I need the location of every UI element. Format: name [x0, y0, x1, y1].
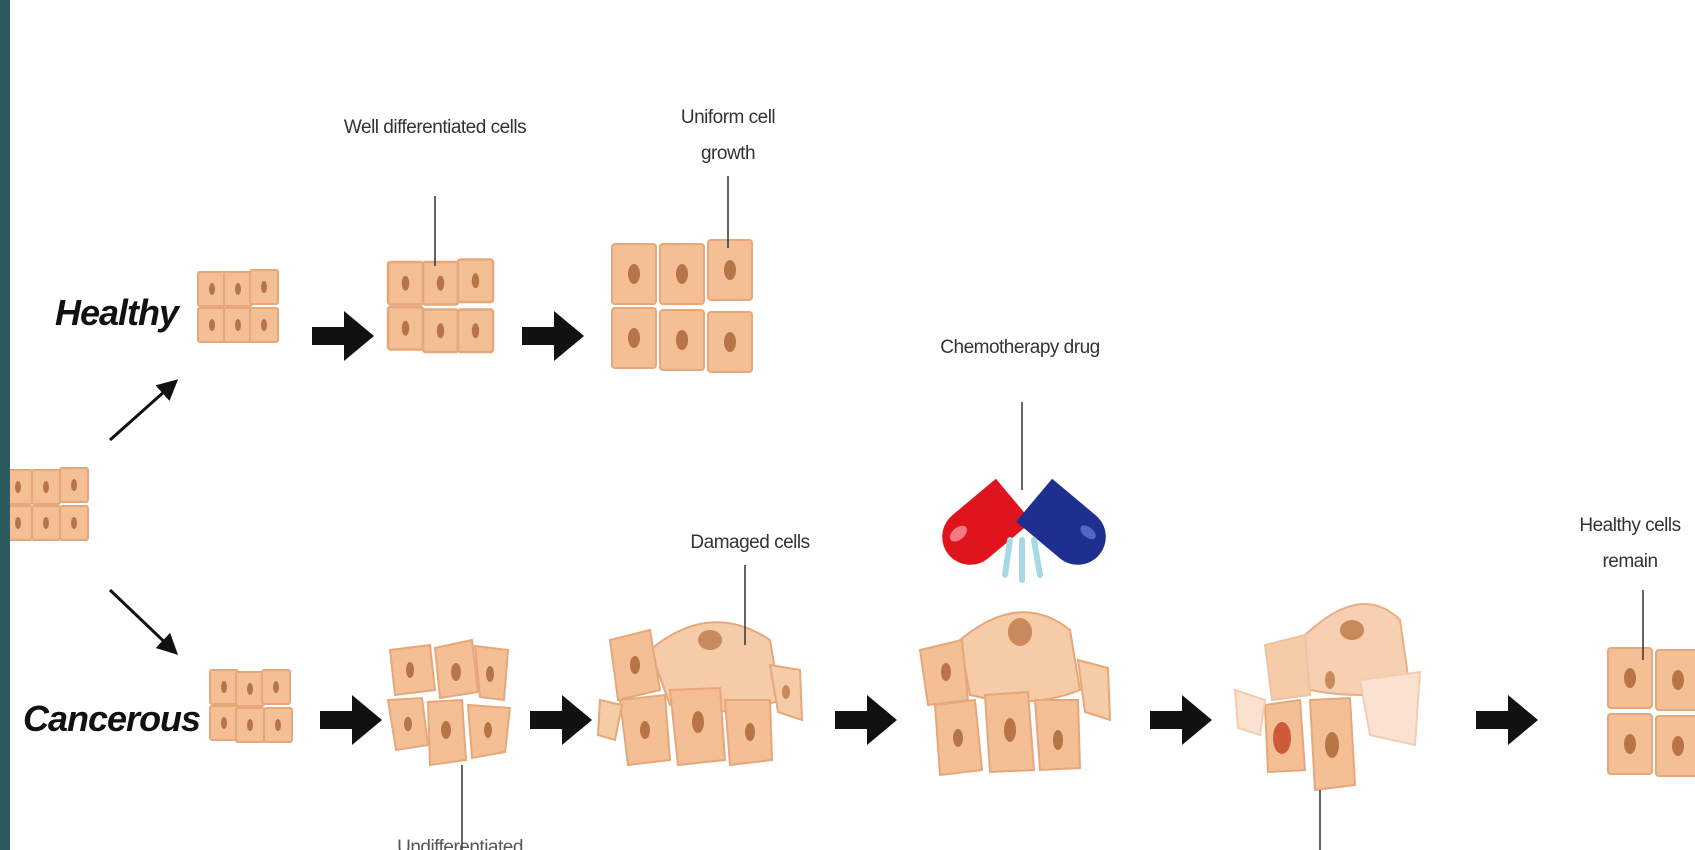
cancerous-row-label: Cancerous	[23, 698, 200, 740]
callout-bottom-cutoff: Undifferentiated	[360, 838, 560, 850]
callout-healthy-remain: Healthy cells remain	[1570, 508, 1690, 580]
chemotherapy-pill-icon	[930, 454, 1117, 580]
diagram-artwork	[10, 0, 1695, 850]
healthy-cells-stage-1	[198, 270, 278, 342]
healthy-cells-remain	[1608, 648, 1695, 776]
start-cells	[10, 468, 88, 540]
chemotherapy-diagram: Healthy Cancerous Well differentiated ce…	[10, 0, 1695, 850]
healthy-cells-stage-3	[612, 240, 752, 372]
cancer-cells-stage-3-damaged	[598, 622, 802, 765]
callout-damaged-cells: Damaged cells	[660, 533, 840, 553]
arrow-right-icon	[312, 311, 374, 361]
cancer-cells-stage-4-treated	[920, 612, 1110, 775]
cancer-cells-stage-2	[388, 640, 510, 765]
arrow-right-icon	[1476, 695, 1538, 745]
callout-chemo-drug: Chemotherapy drug	[940, 330, 1100, 366]
arrow-right-icon	[530, 695, 592, 745]
diagonal-arrow-icon	[110, 382, 175, 440]
healthy-cells-stage-2	[388, 260, 493, 353]
arrow-right-icon	[1150, 695, 1212, 745]
callout-uniform-growth: Uniform cell growth	[658, 100, 798, 172]
callout-well-differentiated: Well differentiated cells	[335, 110, 535, 146]
cancer-cells-stage-1	[210, 670, 292, 742]
cancer-cells-stage-5-dying	[1235, 604, 1420, 790]
diagonal-arrow-icon	[110, 590, 175, 652]
arrow-right-icon	[522, 311, 584, 361]
healthy-row-label: Healthy	[55, 292, 178, 334]
arrow-right-icon	[320, 695, 382, 745]
arrow-right-icon	[835, 695, 897, 745]
